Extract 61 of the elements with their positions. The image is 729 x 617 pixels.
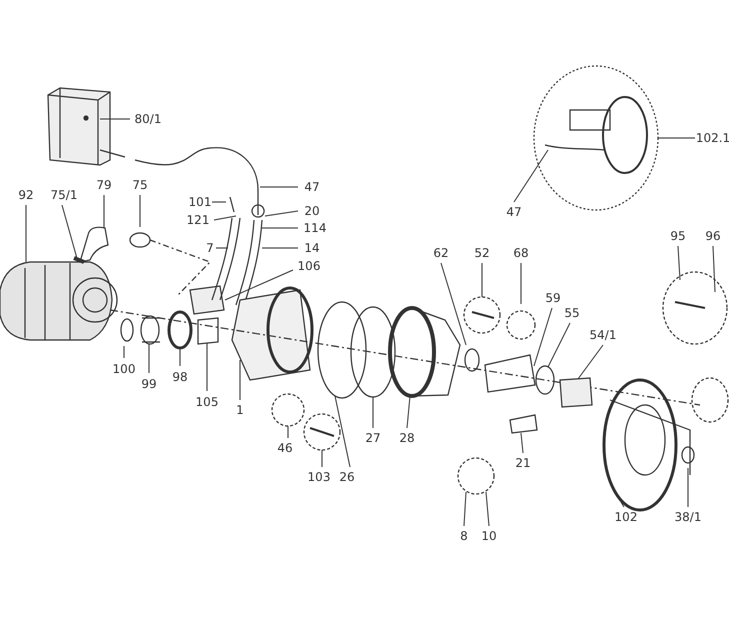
leader-line xyxy=(514,150,548,202)
leader-line xyxy=(214,216,236,220)
callout-number: 79 xyxy=(96,178,112,192)
leader-line xyxy=(612,486,624,508)
leader-line xyxy=(548,322,570,368)
callout-number: 121 xyxy=(186,213,210,227)
callout-number: 55 xyxy=(564,306,580,320)
callout-number: 101 xyxy=(188,195,212,209)
callout-number: 102.1 xyxy=(696,131,729,145)
callout-number: 95 xyxy=(670,229,686,243)
leader-line xyxy=(678,246,680,280)
leader-line xyxy=(206,342,208,392)
leader-line xyxy=(486,492,490,526)
callout-number: 52 xyxy=(474,246,490,260)
leader-line xyxy=(372,396,374,428)
callout-number: 8 xyxy=(460,529,468,543)
leader-line xyxy=(464,492,466,526)
leader-line xyxy=(260,186,298,188)
callout-number: 92 xyxy=(18,188,34,202)
callout-number: 75 xyxy=(132,178,148,192)
leader-line xyxy=(440,262,466,346)
callout-number: 103 xyxy=(308,470,330,484)
leader-line xyxy=(148,344,150,374)
callout-number: 96 xyxy=(705,229,721,243)
callout-number: 68 xyxy=(513,246,529,260)
callout-number: 14 xyxy=(304,241,320,255)
callout-number: 114 xyxy=(304,221,326,235)
callout-number: 62 xyxy=(433,246,449,260)
callout-number: 7 xyxy=(206,241,214,255)
leader-line xyxy=(334,396,350,468)
leader-line xyxy=(406,396,410,428)
callout-number: 38/1 xyxy=(674,510,702,524)
leader-line xyxy=(712,246,716,292)
callout-number: 21 xyxy=(515,456,531,470)
callout-number: 46 xyxy=(277,441,293,455)
leader-line xyxy=(100,118,130,120)
callout-number: 47 xyxy=(506,205,522,219)
callout-number: 102 xyxy=(614,510,638,524)
leader-line xyxy=(534,308,552,366)
leader-line xyxy=(578,344,604,380)
callout-number: 106 xyxy=(298,259,320,273)
callout-number: 28 xyxy=(399,431,415,445)
callout-number: 10 xyxy=(481,529,497,543)
callout-number: 47 xyxy=(304,180,320,194)
callout-number: 54/1 xyxy=(590,328,616,342)
callout-number: 99 xyxy=(141,377,157,391)
callout-number: 59 xyxy=(545,291,561,305)
leader-line xyxy=(264,210,298,216)
callout-number: 27 xyxy=(365,431,381,445)
callout-number: 1 xyxy=(236,403,244,417)
callout-number: 80/1 xyxy=(134,112,162,126)
callout-number: 98 xyxy=(172,370,188,384)
leader-line xyxy=(520,432,524,454)
callout-number: 75/1 xyxy=(50,188,78,202)
leader-line xyxy=(62,204,78,262)
callout-number: 100 xyxy=(112,362,136,376)
callout-number: 105 xyxy=(196,395,218,409)
leader-line xyxy=(520,262,522,304)
callout-number: 20 xyxy=(304,204,320,218)
leader-line xyxy=(224,270,294,300)
callout-number: 26 xyxy=(339,470,355,484)
